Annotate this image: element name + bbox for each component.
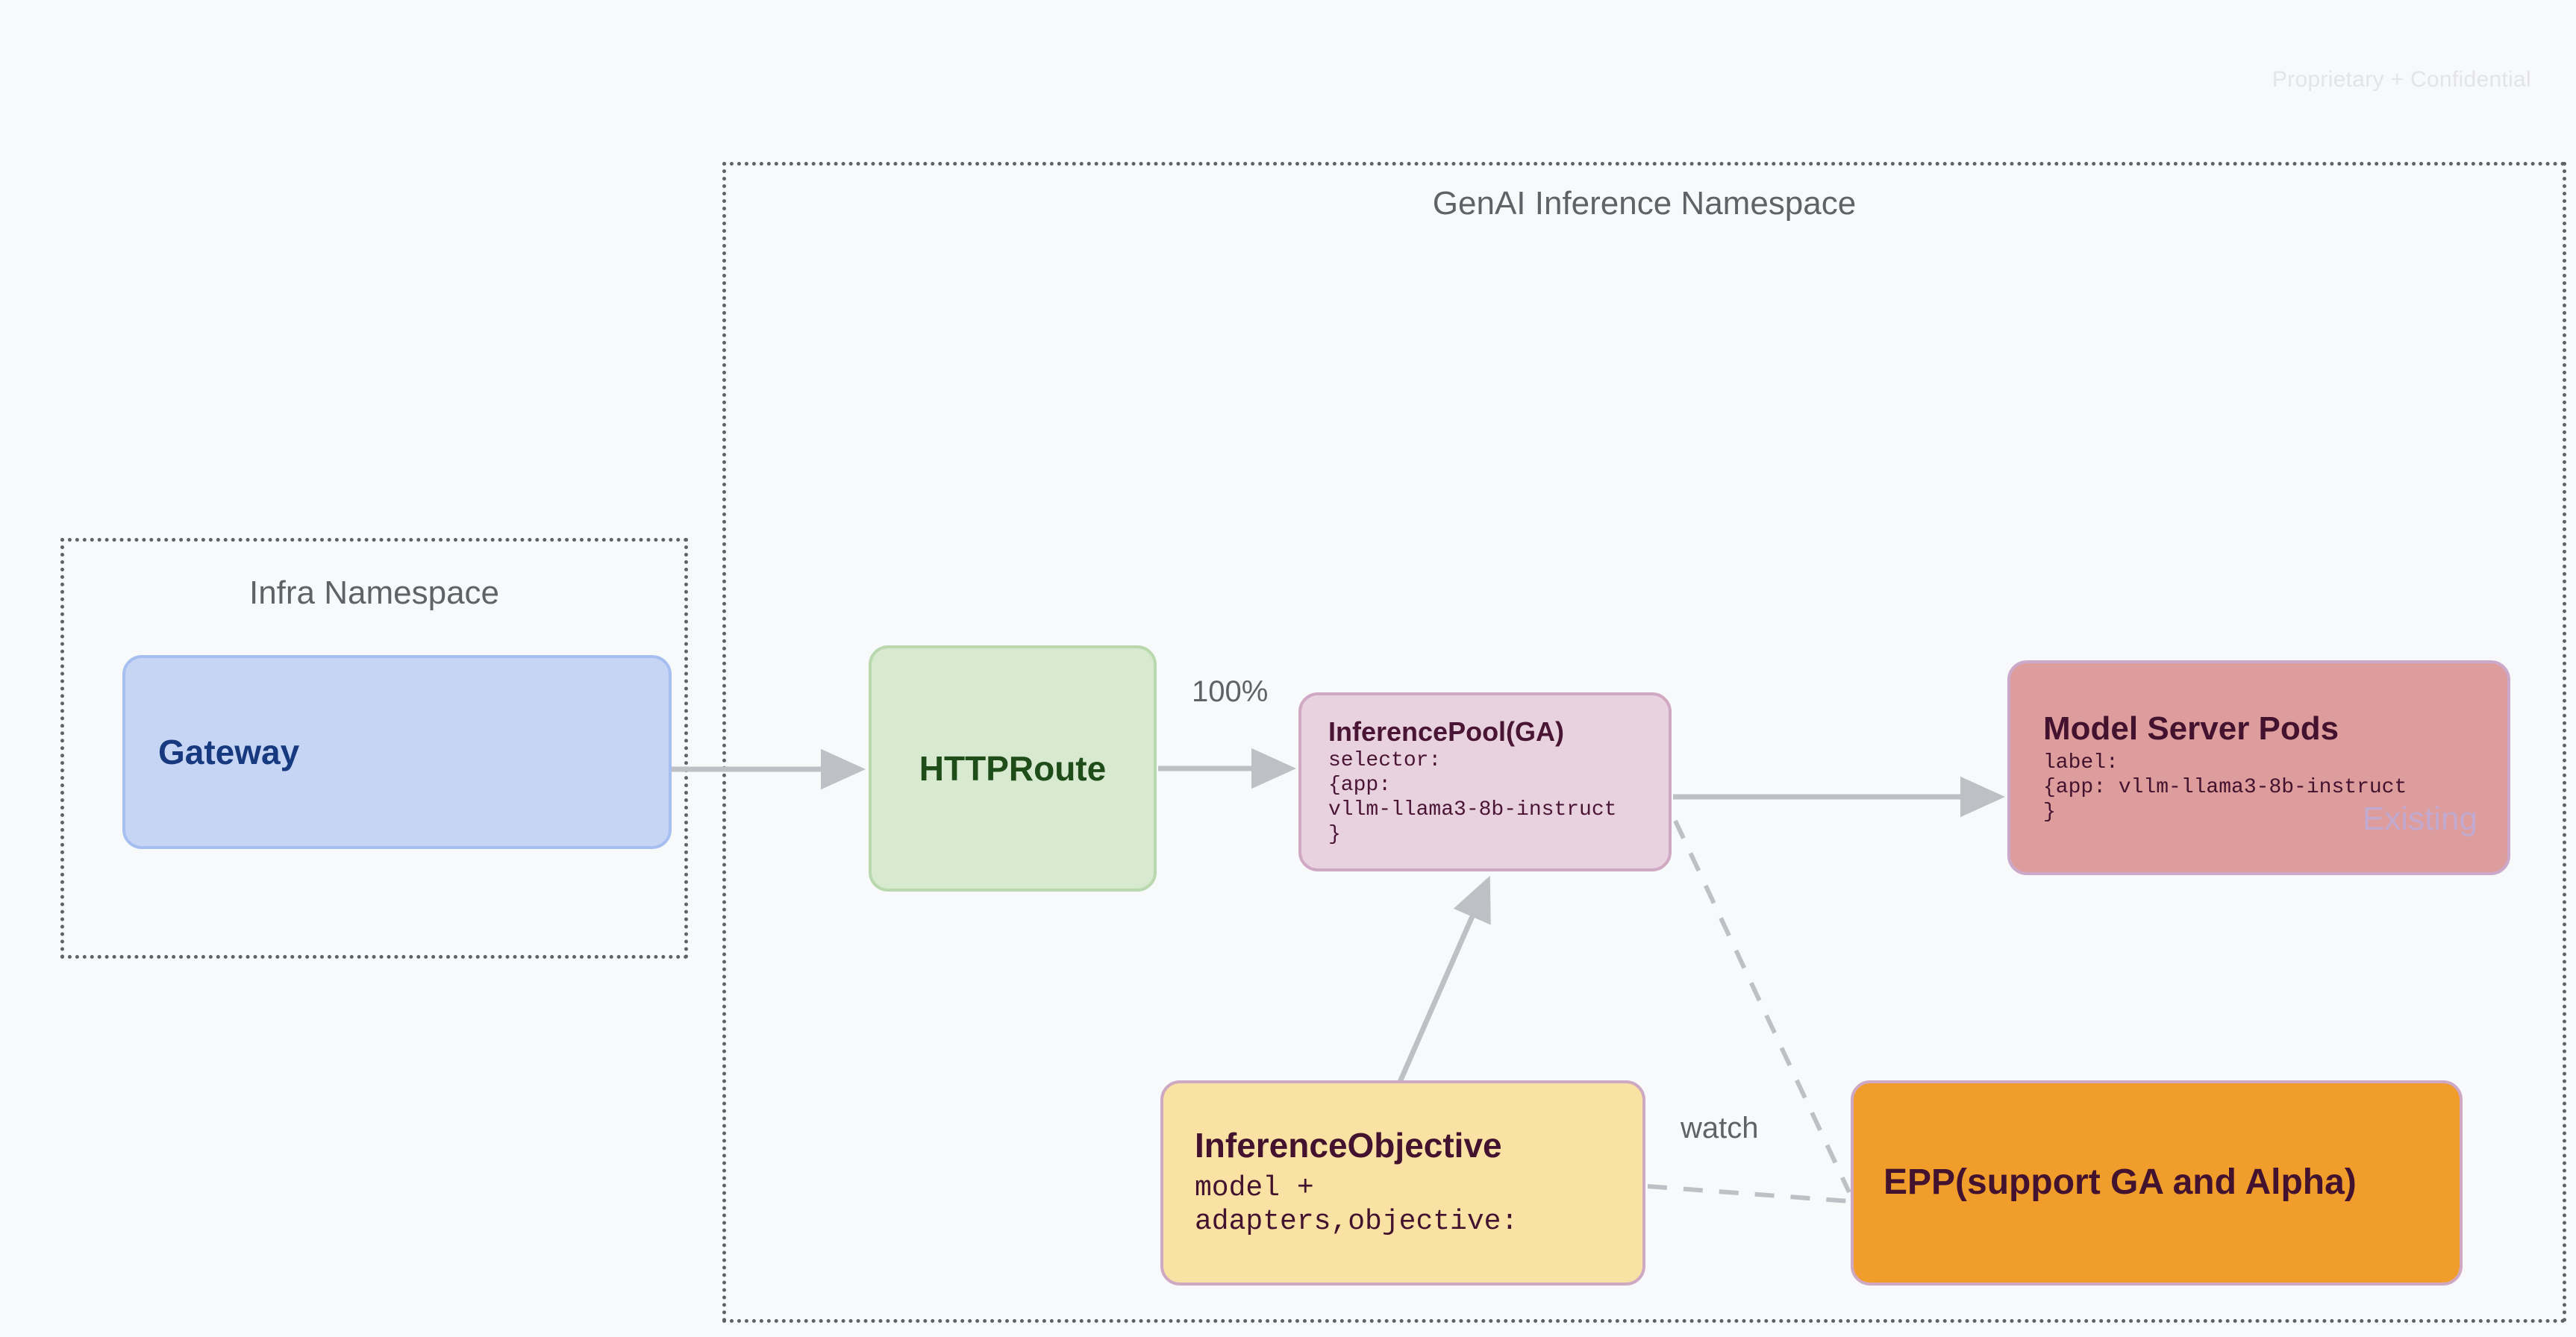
model-server-pods-title: Model Server Pods: [2043, 710, 2339, 748]
node-httproute[interactable]: HTTPRoute: [869, 645, 1157, 892]
node-inferenceobjective[interactable]: InferenceObjective model + adapters,obje…: [1160, 1080, 1645, 1286]
infra-namespace-title: Infra Namespace: [248, 574, 500, 611]
epp-title: EPP(support GA and Alpha): [1883, 1162, 2357, 1203]
inferenceobjective-title: InferenceObjective: [1195, 1126, 1502, 1165]
inferencepool-body: selector: {app: vllm-llama3-8b-instruct …: [1328, 748, 1617, 846]
node-inferencepool[interactable]: InferencePool(GA) selector: {app: vllm-l…: [1298, 692, 1672, 871]
existing-badge: Existing: [2362, 801, 2477, 837]
genai-inference-namespace-container: [722, 162, 2566, 1323]
edge-label-traffic-weight: 100%: [1192, 675, 1269, 708]
confidential-notice: Proprietary + Confidential: [2272, 67, 2531, 92]
httproute-title: HTTPRoute: [919, 748, 1107, 788]
inferencepool-title: InferencePool(GA): [1328, 716, 1565, 748]
inferenceobjective-body: model + adapters,objective:: [1195, 1171, 1519, 1238]
model-server-pods-body: label: {app: vllm-llama3-8b-instruct }: [2043, 751, 2407, 824]
node-model-server-pods[interactable]: Model Server Pods label: {app: vllm-llam…: [2007, 660, 2510, 875]
node-gateway[interactable]: Gateway: [122, 655, 672, 849]
gateway-title: Gateway: [158, 732, 300, 771]
infra-namespace-container: [60, 538, 688, 959]
genai-inference-namespace-title: GenAI Inference Namespace: [1432, 185, 1857, 222]
node-epp[interactable]: EPP(support GA and Alpha): [1851, 1080, 2463, 1286]
edge-label-watch: watch: [1681, 1112, 1759, 1145]
